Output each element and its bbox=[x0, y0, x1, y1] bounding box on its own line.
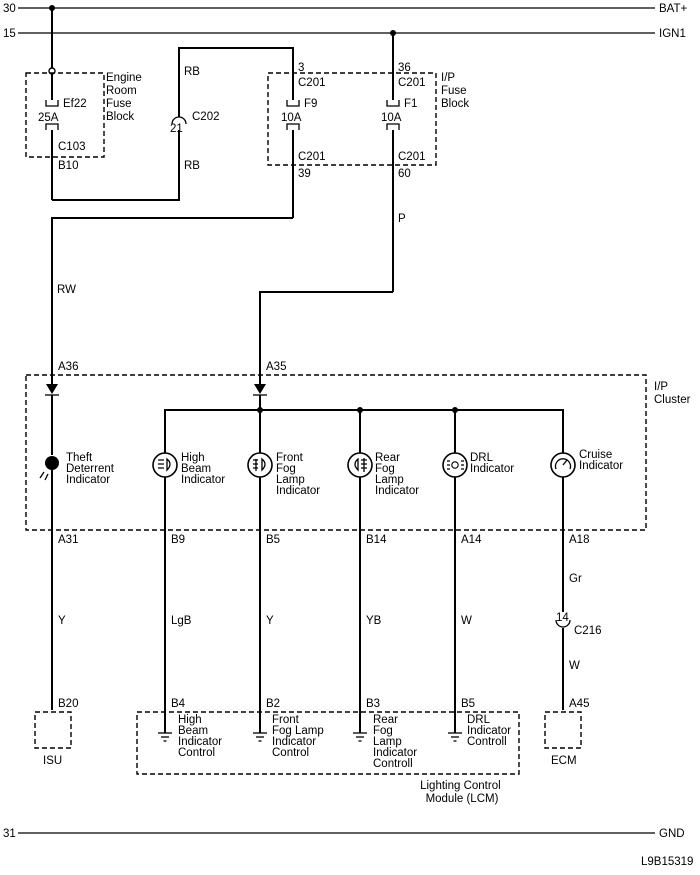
ground-symbol-icon bbox=[448, 732, 462, 742]
f9-bottom-pin: 39 bbox=[298, 168, 311, 180]
lcm-pin-b2-label: B2 bbox=[266, 698, 280, 710]
theft-deterrent-indicator-label: Theft Deterrent Indicator bbox=[66, 452, 117, 486]
f1-bottom-pin: 60 bbox=[398, 168, 411, 180]
wire-gr-label: Gr bbox=[569, 573, 582, 585]
ground-rail-left-label: 31 bbox=[3, 828, 16, 840]
ip-cluster-name: I/P Cluster bbox=[654, 381, 691, 406]
fuse-ef22-label: Ef22 bbox=[63, 98, 87, 110]
f1-bottom-connector: C201 bbox=[398, 151, 426, 163]
drl-indicator-label: DRL Indicator bbox=[470, 452, 514, 475]
diode-a35-icon bbox=[254, 384, 266, 394]
lcm-pin-b4-label: B4 bbox=[171, 698, 186, 710]
figure-id: L9B15319 bbox=[641, 856, 693, 868]
pin-a45-label: A45 bbox=[569, 698, 589, 710]
connector-c202-label: C202 bbox=[192, 111, 220, 123]
pin-a36-label: A36 bbox=[58, 361, 78, 373]
connector-c202-pin: 21 bbox=[170, 123, 183, 135]
front-fog-lamp-indicator-control-label: Front Fog Lamp Indicator Control bbox=[272, 714, 327, 759]
pin-b10-label: B10 bbox=[58, 160, 78, 172]
pin-a35-label: A35 bbox=[266, 361, 286, 373]
cruise-indicator-label: Cruise Indicator bbox=[579, 449, 623, 472]
pin-b20-label: B20 bbox=[58, 698, 78, 710]
ip-fuse-block-name: I/P Fuse Block bbox=[441, 72, 470, 110]
pin-b9-label: B9 bbox=[171, 534, 185, 546]
cluster-splice-dot bbox=[357, 407, 363, 413]
fuse-f1-icon bbox=[386, 100, 400, 130]
fuse-ef22-rating: 25A bbox=[38, 112, 59, 124]
wire-w-c216-label: W bbox=[569, 660, 580, 672]
high-beam-indicator-icon bbox=[152, 452, 178, 478]
f1-top-connector: C201 bbox=[398, 77, 426, 89]
pin-a14-label: A14 bbox=[461, 534, 482, 546]
fuse-f9-icon bbox=[286, 100, 300, 130]
front-fog-lamp-indicator-label: Front Fog Lamp Indicator bbox=[276, 452, 320, 497]
pin-b14-label: B14 bbox=[366, 534, 387, 546]
front-fog-lamp-indicator-icon bbox=[247, 452, 273, 478]
engine-fuse-block-name: Engine Room Fuse Block bbox=[106, 72, 145, 123]
ip-fuse-block-boundary bbox=[267, 72, 437, 166]
ip-cluster-boundary bbox=[25, 374, 647, 531]
fuse-f1-label: F1 bbox=[404, 98, 417, 110]
wire-rw-label: RW bbox=[57, 284, 76, 296]
pin-a31-label: A31 bbox=[58, 534, 78, 546]
ground-symbol-icon bbox=[253, 732, 267, 742]
diode-a36-icon bbox=[46, 384, 58, 394]
lcm-name: Lighting Control Module (LCM) bbox=[420, 780, 504, 805]
f9-top-connector: C201 bbox=[298, 77, 326, 89]
ign-rail-left-label: 15 bbox=[3, 28, 16, 40]
pin-b5-label: B5 bbox=[266, 534, 280, 546]
pin-a18-label: A18 bbox=[569, 534, 589, 546]
connector-c103-label: C103 bbox=[58, 141, 86, 153]
ecm-module bbox=[544, 711, 582, 749]
fuse-ef22-icon bbox=[45, 100, 59, 130]
cluster-splice-dot bbox=[452, 407, 458, 413]
ign-rail-right-label: IGN1 bbox=[659, 28, 686, 40]
wire-y-label: Y bbox=[58, 615, 66, 627]
wire-rb-top-label: RB bbox=[184, 66, 200, 78]
engine-fuse-block-boundary bbox=[25, 72, 105, 158]
fuse-f9-label: F9 bbox=[304, 98, 317, 110]
high-beam-indicator-control-label: High Beam Indicator Control bbox=[178, 714, 225, 759]
fuse-f9-rating: 10A bbox=[281, 112, 302, 124]
isu-label: ISU bbox=[43, 755, 62, 767]
lcm-pin-b3-label: B3 bbox=[366, 698, 380, 710]
f9-top-pin: 3 bbox=[298, 62, 304, 74]
wire-rb-bottom-label: RB bbox=[184, 160, 200, 172]
rear-fog-lamp-indicator-icon bbox=[347, 452, 373, 478]
drl-indicator-control-label: DRL Indicator Controll bbox=[467, 714, 514, 748]
theft-deterrent-led-icon bbox=[45, 456, 59, 470]
rear-fog-lamp-indicator-label: Rear Fog Lamp Indicator bbox=[375, 452, 419, 497]
rear-fog-lamp-indicator-control-label: Rear Fog Lamp Indicator Controll bbox=[373, 714, 420, 770]
high-beam-indicator-label: High Beam Indicator bbox=[181, 452, 225, 486]
cluster-splice-dot bbox=[257, 407, 263, 413]
wire-lgb-label: LgB bbox=[171, 615, 192, 627]
bat-rail-left-label: 30 bbox=[3, 3, 16, 15]
ground-symbol-icon bbox=[353, 732, 367, 742]
ground-rail-right-label: GND bbox=[659, 828, 685, 840]
connector-c216-pin: 14 bbox=[556, 612, 569, 624]
bat-rail-right-label: BAT+ bbox=[659, 3, 688, 15]
connector-c216-icon bbox=[555, 619, 571, 628]
ecm-label: ECM bbox=[551, 755, 577, 767]
lcm-module-boundary bbox=[136, 711, 520, 775]
fuse-f1-rating: 10A bbox=[381, 112, 402, 124]
wire-yb-label: YB bbox=[366, 615, 382, 627]
wire-p-label: P bbox=[398, 213, 406, 225]
wire-y-label: Y bbox=[266, 615, 274, 627]
f9-bottom-connector: C201 bbox=[298, 151, 326, 163]
connector-c216-label: C216 bbox=[574, 625, 602, 637]
f1-top-pin: 36 bbox=[398, 62, 411, 74]
ground-symbol-icon bbox=[158, 732, 172, 742]
wire-w-label: W bbox=[461, 615, 472, 627]
isu-module bbox=[34, 711, 72, 749]
lcm-pin-b5-label: B5 bbox=[461, 698, 475, 710]
